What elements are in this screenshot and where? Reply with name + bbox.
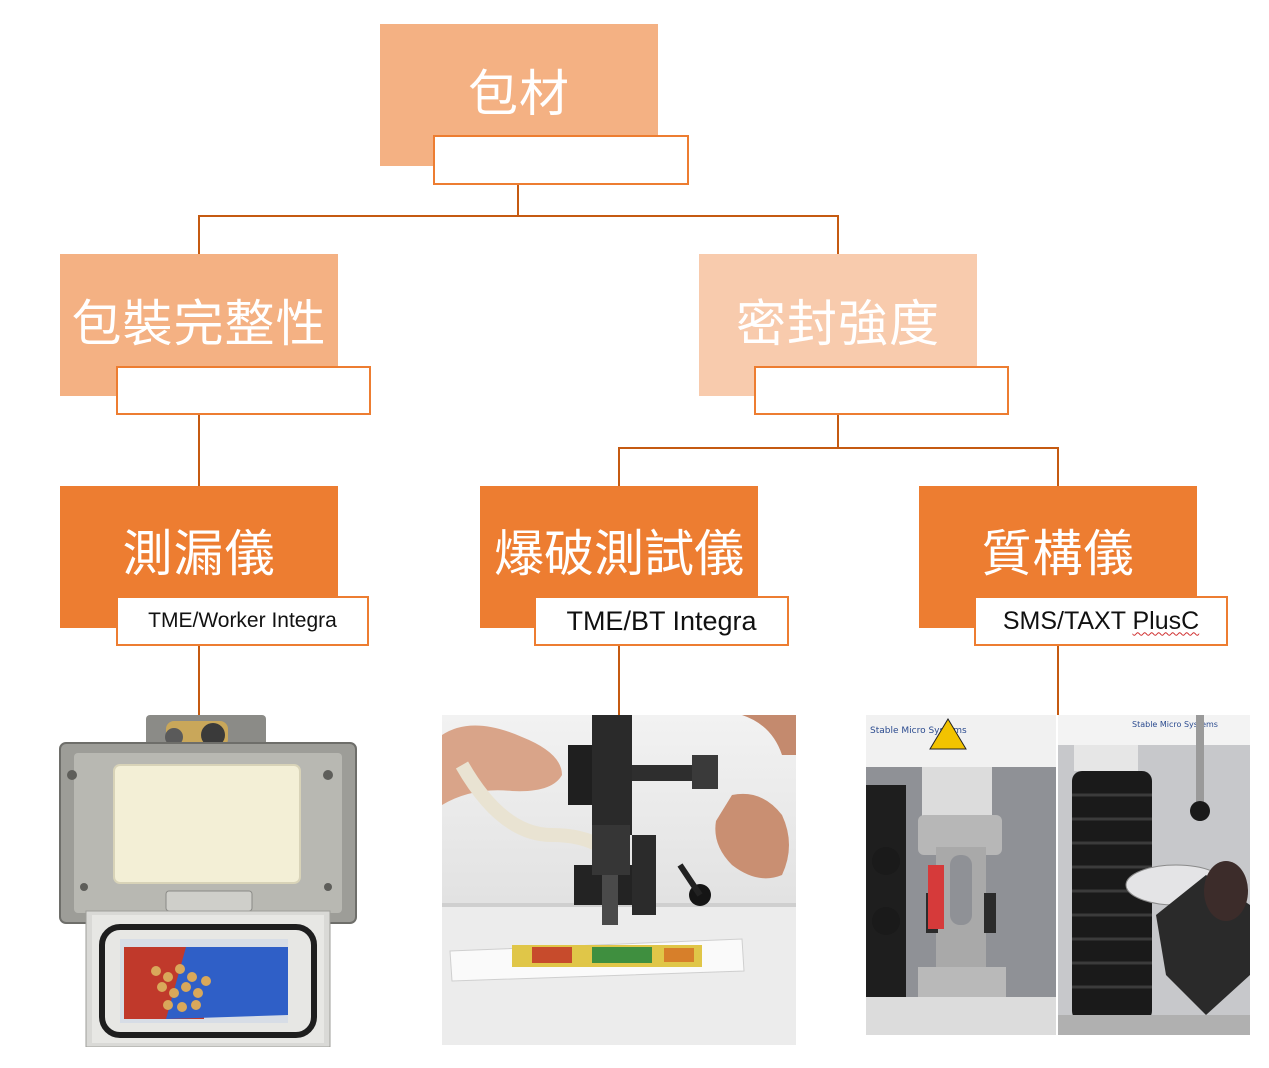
burst-tester-title: 爆破測試儀 <box>494 525 744 583</box>
connector-seal-down <box>837 414 839 448</box>
connector-level2-horizontal <box>198 215 839 217</box>
connector-to-seal <box>837 215 839 255</box>
leak-tester-photo <box>56 715 361 1047</box>
root-subtitle-box <box>433 135 689 185</box>
texture-analyzer-subtitle: SMS/TAXT PlusC <box>1003 607 1199 636</box>
connector-burst-photo <box>618 645 620 715</box>
texture-analyzer-title: 質構儀 <box>981 525 1135 583</box>
texture-analyzer-subtitle-flagged: PlusC <box>1132 606 1200 635</box>
leak-tester-node: 測漏儀 <box>60 486 338 628</box>
leak-tester-subtitle-box: TME/Worker Integra <box>116 596 369 646</box>
connector-to-burst <box>618 447 620 486</box>
burst-tester-subtitle-box: TME/BT Integra <box>534 596 789 646</box>
connector-to-integrity <box>198 215 200 255</box>
texture-right-brand: Stable Micro Systems <box>1132 720 1218 729</box>
seal-subtitle-box <box>754 366 1009 415</box>
connector-root-down <box>517 184 519 216</box>
texture-analyzer-subtitle-main: SMS/TAXT <box>1002 606 1133 635</box>
integrity-title: 包裝完整性 <box>71 295 327 353</box>
burst-tester-photo <box>442 715 796 1045</box>
seal-title: 密封強度 <box>736 295 940 353</box>
leak-tester-subtitle: TME/Worker Integra <box>148 609 337 632</box>
root-title: 包材 <box>468 65 570 123</box>
texture-analyzer-subtitle-box: SMS/TAXT PlusC <box>974 596 1228 646</box>
connector-to-texture <box>1057 447 1059 486</box>
connector-leak-photo <box>198 645 200 715</box>
connector-texture-photo <box>1057 645 1059 715</box>
leak-tester-title: 測漏儀 <box>122 525 276 583</box>
connector-integrity-down <box>198 414 200 486</box>
texture-left-brand: Stable Micro Systems <box>870 726 967 736</box>
connector-level3-horizontal <box>618 447 1059 449</box>
texture-analyzer-photo: Stable Micro Systems Stable Micro System… <box>866 715 1250 1035</box>
integrity-subtitle-box <box>116 366 371 415</box>
burst-tester-subtitle: TME/BT Integra <box>566 605 757 636</box>
